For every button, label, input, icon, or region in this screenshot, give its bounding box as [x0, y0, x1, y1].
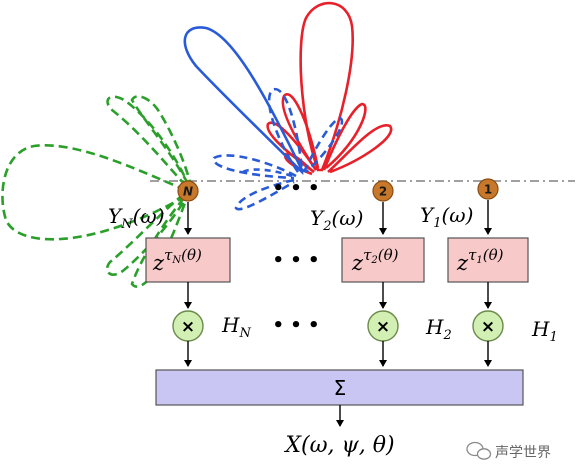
sensor-N-node	[177, 180, 199, 202]
gain-2-label: H2	[425, 315, 452, 343]
sensor-N-signal: YN(ω)	[108, 204, 165, 232]
watermark: 声学世界	[466, 441, 551, 461]
array-ellipsis: • • •	[272, 178, 319, 199]
sensor-1-node	[477, 178, 499, 200]
sensor-2-label: 2	[379, 185, 387, 199]
delay-N-formula: zτN(θ)	[152, 246, 202, 275]
delay-box-N	[145, 237, 231, 283]
watermark-text: 声学世界	[495, 445, 551, 461]
sensor-column-2: 2 Y2(ω) zτ2(θ) × H2	[310, 180, 452, 367]
multiplier-row-ellipsis: • • •	[272, 315, 319, 336]
green-beam-pattern	[1, 95, 192, 288]
sensor-column-1: 1 Y1(ω) zτ1(θ) × H1	[420, 178, 558, 367]
sensor-column-N: N YN(ω) zτN(θ) × HN	[108, 180, 251, 367]
red-beam-pattern	[266, 1, 393, 176]
output-label: X(ω, ψ, θ)	[283, 433, 394, 458]
sensor-N-label: N	[183, 185, 193, 199]
blue-beam-pattern	[183, 26, 344, 211]
sensor-1-label: 1	[484, 183, 492, 197]
sensor-1-signal: Y1(ω)	[420, 203, 473, 231]
multiplier-2-symbol: ×	[376, 317, 390, 337]
multiplier-N-symbol: ×	[181, 317, 195, 337]
summation-symbol: Σ	[334, 376, 347, 400]
delay-box-1	[447, 237, 529, 283]
delay-1-formula: zτ1(θ)	[456, 246, 504, 275]
delay-row-ellipsis: • • •	[272, 250, 319, 271]
delay-2-formula: zτ2(θ)	[351, 246, 399, 275]
gain-1-label: H1	[531, 317, 558, 345]
sensor-2-signal: Y2(ω)	[310, 206, 363, 234]
wechat-icon	[466, 441, 492, 460]
gain-N-label: HN	[221, 313, 251, 341]
multiplier-1-symbol: ×	[481, 317, 495, 337]
delay-box-2	[341, 237, 425, 283]
sensor-2-node	[372, 180, 394, 202]
